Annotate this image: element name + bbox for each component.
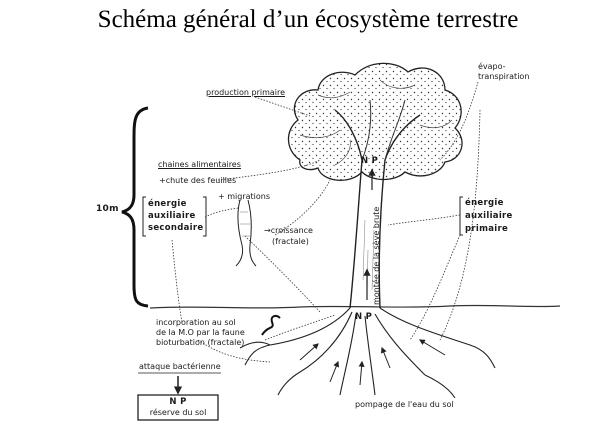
chaines-alimentaires-label: chaines alimentaires	[158, 160, 241, 169]
page-title: Schéma général d’un écosystème terrestre	[97, 6, 519, 33]
pompage-label: pompage de l'eau du sol	[355, 400, 454, 409]
ground-line	[149, 304, 561, 309]
soil-reserve-label: réserve du sol	[149, 408, 207, 417]
earthworm-icon	[261, 314, 281, 336]
energie-primaire-label-1: énergie	[465, 198, 504, 208]
montee-seve-label: montée de la sève brute	[372, 206, 381, 305]
energie-primaire-label-3: primaire	[465, 224, 509, 234]
incorporation-label-3: bioturbation (fractale)	[156, 338, 245, 347]
croissance-label-1: →croissance	[264, 226, 313, 235]
energie-secondaire-label-2: auxiliaire	[148, 211, 196, 221]
soil-reserve-box	[137, 394, 219, 421]
incorporation-label-2: de la M.O par la faune	[156, 328, 245, 337]
primary-energy-bracket	[459, 196, 463, 236]
leaf-fall-line	[217, 159, 321, 181]
evapotranspiration-label-2: transpiration	[478, 72, 530, 81]
energie-secondaire-label-3: secondaire	[148, 223, 204, 233]
np-top-label: N P	[361, 156, 379, 166]
chute-feuilles-label: +chute des feuilles	[159, 176, 237, 185]
production-arrow	[254, 96, 311, 117]
root-uptake-arrows	[299, 339, 446, 386]
migrations-label: + migrations	[218, 192, 271, 201]
primary-energy-line	[387, 214, 461, 226]
height-10m-label: 10m	[96, 204, 119, 214]
energie-primaire-label-2: auxiliaire	[465, 211, 513, 221]
production-primaire-label: production primaire	[206, 88, 286, 97]
attaque-bacterienne-label: attaque bactérienne	[139, 362, 221, 371]
croissance-label-2: (fractale)	[272, 237, 309, 246]
energie-secondaire-label-1: énergie	[148, 199, 187, 209]
migrating-animal-icon	[235, 199, 257, 267]
evapo-line	[439, 81, 479, 161]
tree-trunk	[334, 99, 421, 309]
soil-reserve-np-label: N P	[169, 397, 187, 407]
tree-canopy	[287, 62, 463, 181]
incorporation-label-1: incorporation au sol	[156, 318, 236, 327]
height-brace	[121, 106, 149, 308]
evapotranspiration-label-1: évapo-	[478, 62, 506, 71]
np-base-label: N P	[355, 312, 373, 322]
tree-roots	[239, 307, 496, 399]
